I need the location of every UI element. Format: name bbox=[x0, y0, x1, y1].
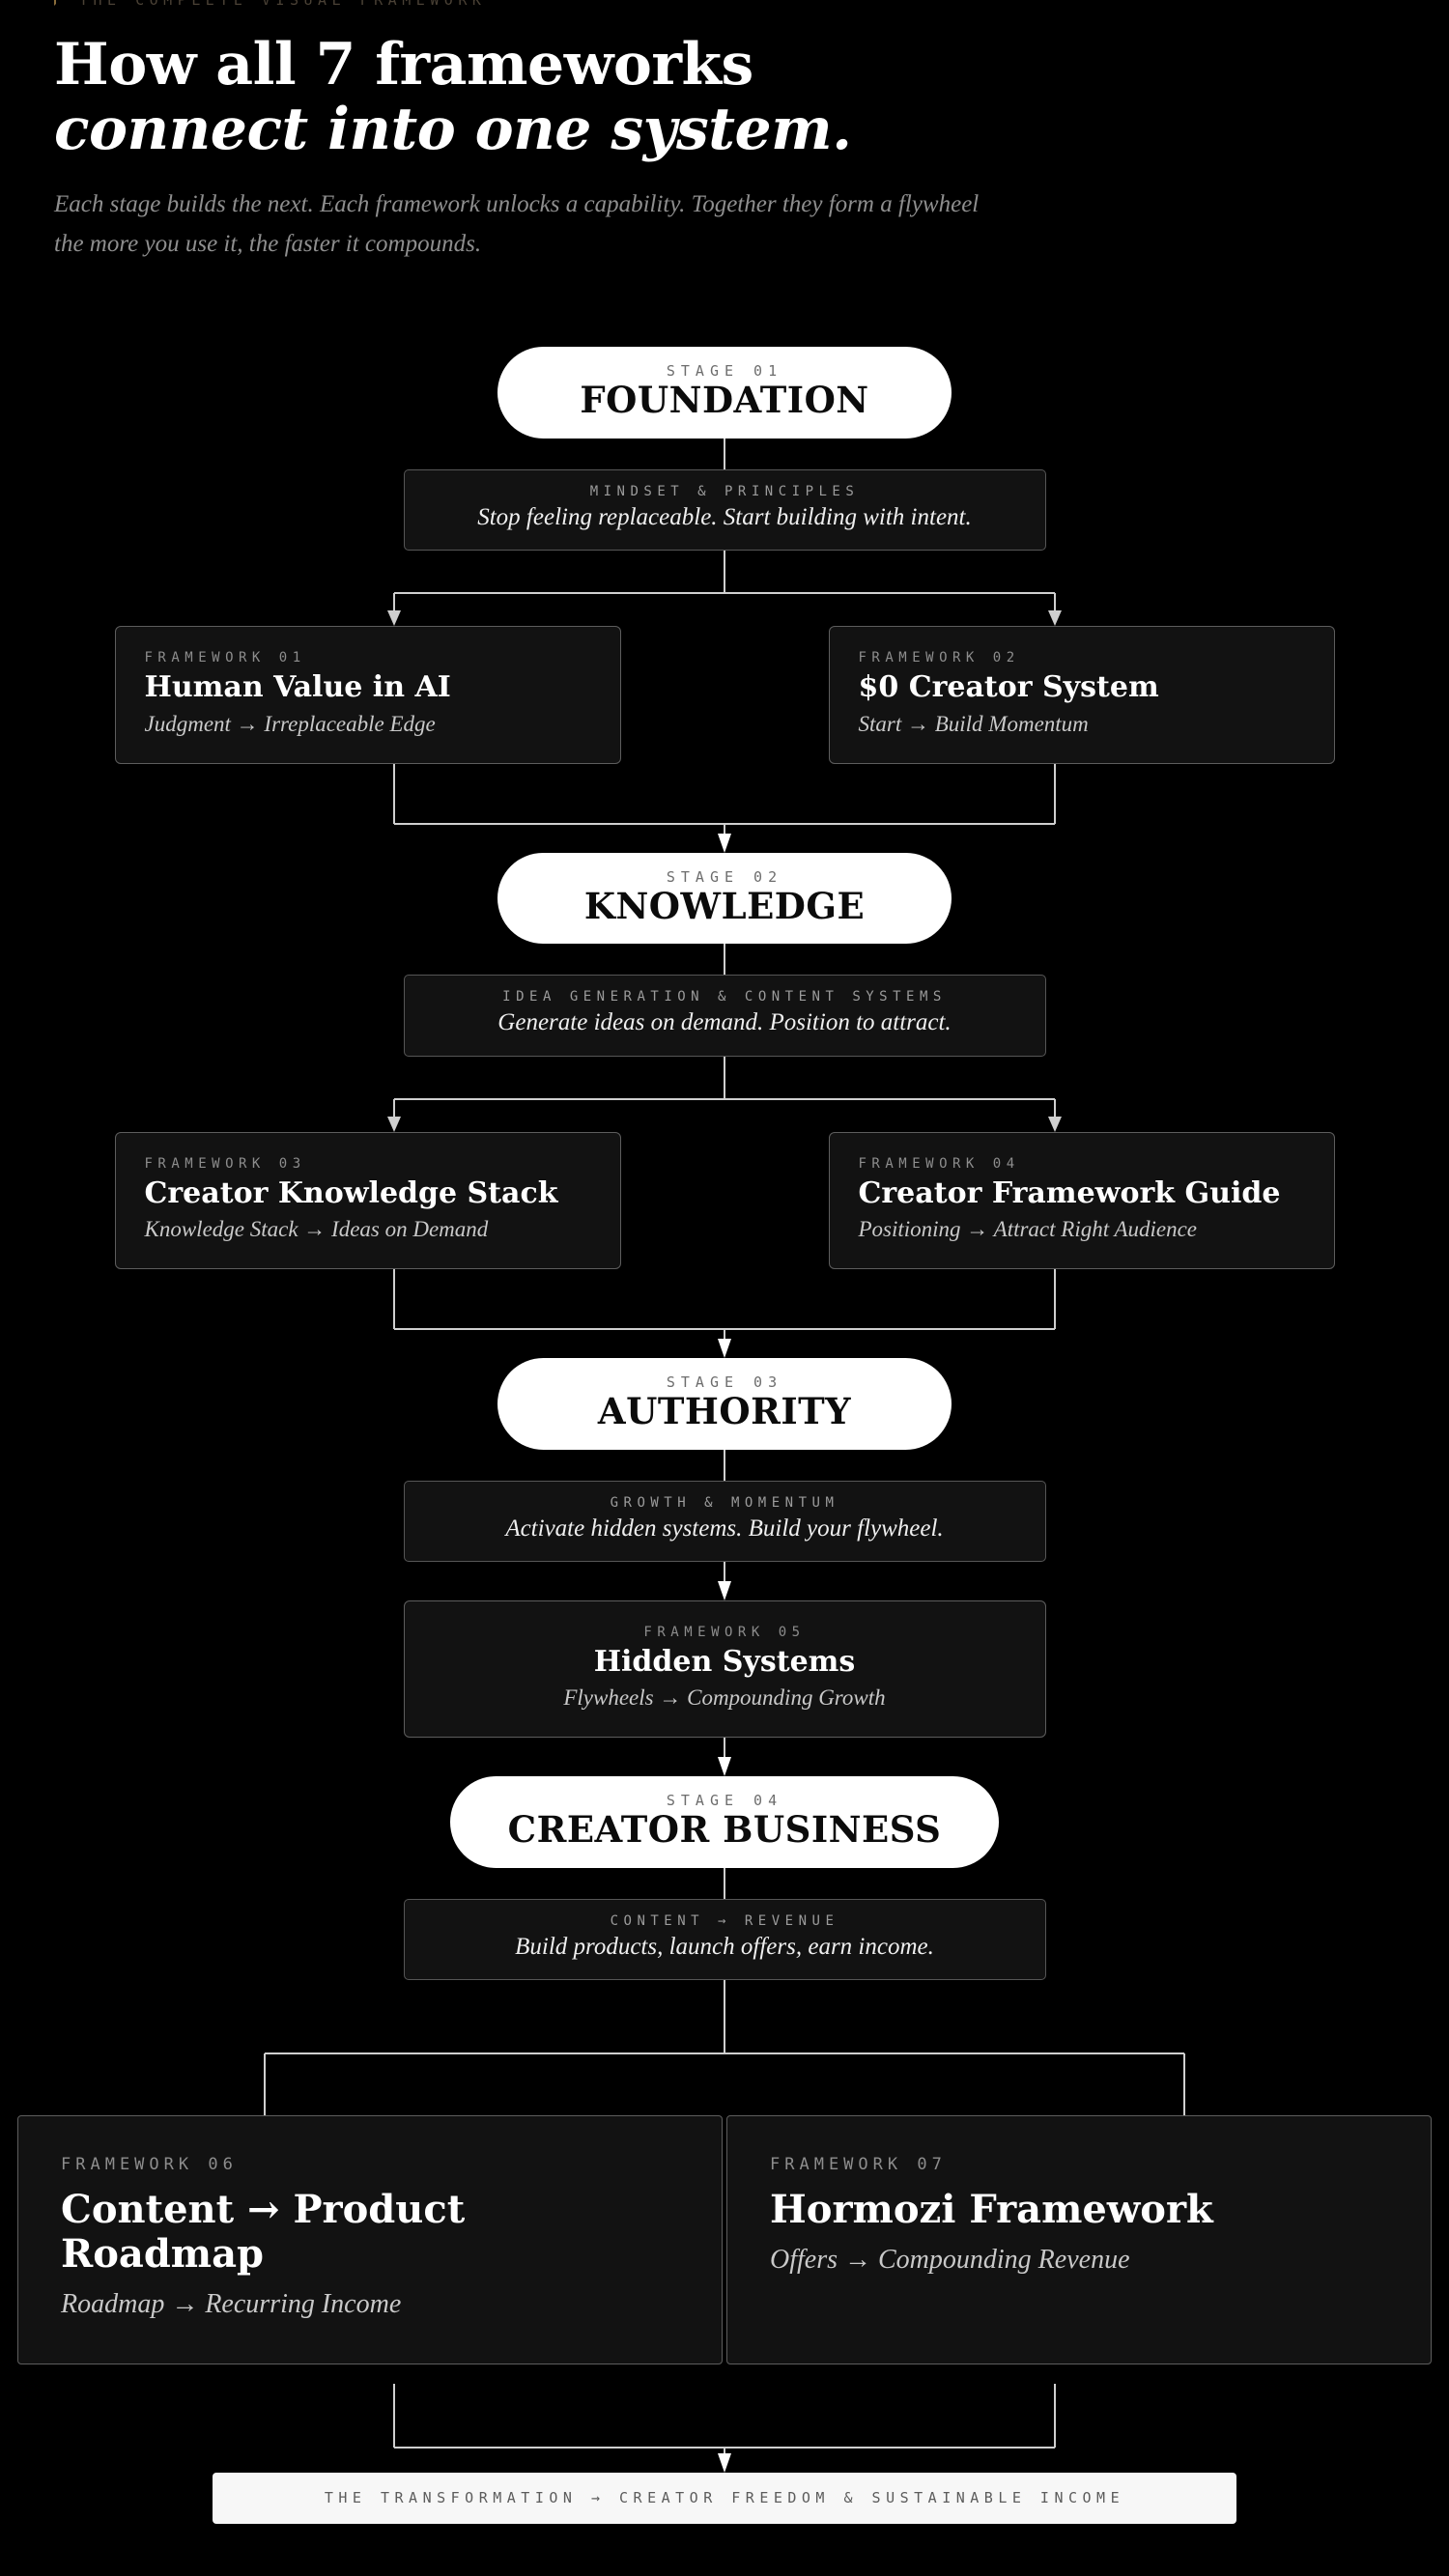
caption-band-growth: GROWTH & MOMENTUM Activate hidden system… bbox=[403, 1480, 1046, 1562]
framework-kicker: FRAMEWORK 02 bbox=[858, 650, 1020, 666]
framework-subtitle: Knowledge Stack → Ideas on Demand bbox=[144, 1217, 489, 1242]
framework-card-06[interactable]: FRAMEWORK 06 Content → Product Roadmap R… bbox=[17, 2115, 723, 2364]
framework-kicker: FRAMEWORK 07 bbox=[770, 2155, 947, 2175]
page-title-line-1: How all 7 frameworks bbox=[54, 31, 753, 99]
stage-kicker: STAGE 03 bbox=[666, 1373, 783, 1391]
framework-title: Human Value in AI bbox=[144, 670, 451, 705]
connector-merge-01 bbox=[393, 763, 1056, 853]
framework-subtitle: Roadmap → Recurring Income bbox=[61, 2289, 402, 2320]
stage-kicker: STAGE 02 bbox=[666, 867, 783, 886]
transformation-bar: THE TRANSFORMATION → CREATOR FREEDOM & S… bbox=[213, 2472, 1236, 2524]
connector-framework05-to-stage04 bbox=[718, 1737, 731, 1776]
stage-title: CREATOR BUSINESS bbox=[507, 1807, 942, 1851]
framework-row-03: FRAMEWORK 05 Hidden Systems Flywheels → … bbox=[0, 1599, 1449, 1738]
framework-card-02[interactable]: FRAMEWORK 02 $0 Creator System Start → B… bbox=[828, 626, 1335, 764]
framework-subtitle: Judgment → Irreplaceable Edge bbox=[144, 711, 436, 736]
stage-row-04: STAGE 04 CREATOR BUSINESS bbox=[0, 1775, 1449, 1868]
outcome-row: THE TRANSFORMATION → CREATOR FREEDOM & S… bbox=[0, 2472, 1449, 2524]
caption-kicker: IDEA GENERATION & CONTENT SYSTEMS bbox=[502, 989, 947, 1005]
caption-kicker: CONTENT → REVENUE bbox=[610, 1912, 839, 1929]
framework-kicker: FRAMEWORK 01 bbox=[144, 650, 306, 666]
connector-stage03-to-caption bbox=[724, 1449, 725, 1481]
eyebrow-label: THE COMPLETE VISUAL FRAMEWORK bbox=[79, 0, 486, 6]
framework-subtitle: Start → Build Momentum bbox=[858, 711, 1089, 736]
transformation-label: THE TRANSFORMATION → CREATOR FREEDOM & S… bbox=[324, 2488, 1125, 2506]
framework-title: Hidden Systems bbox=[593, 1644, 856, 1679]
framework-subtitle: Offers → Compounding Revenue bbox=[770, 2245, 1130, 2276]
stage-kicker: STAGE 01 bbox=[666, 362, 783, 381]
caption-band-content-revenue: CONTENT → REVENUE Build products, launch… bbox=[403, 1898, 1046, 1981]
caption-row-02: IDEA GENERATION & CONTENT SYSTEMS Genera… bbox=[0, 975, 1449, 1057]
framework-card-07[interactable]: FRAMEWORK 07 Hormozi Framework Offers → … bbox=[726, 2115, 1432, 2364]
caption-line: Stop feeling replaceable. Start building… bbox=[477, 504, 972, 531]
framework-kicker: FRAMEWORK 05 bbox=[643, 1624, 806, 1640]
connector-merge-02 bbox=[393, 1268, 1056, 1358]
caption-kicker: GROWTH & MOMENTUM bbox=[610, 1494, 839, 1511]
eyebrow: THE COMPLETE VISUAL FRAMEWORK bbox=[54, 0, 1395, 6]
framework-title: Creator Framework Guide bbox=[858, 1175, 1281, 1210]
page-header: THE COMPLETE VISUAL FRAMEWORK How all 7 … bbox=[0, 0, 1449, 264]
framework-card-05[interactable]: FRAMEWORK 05 Hidden Systems Flywheels → … bbox=[403, 1599, 1046, 1738]
connector-stage02-to-caption bbox=[724, 944, 725, 976]
stage-row-02: STAGE 02 KNOWLEDGE bbox=[0, 852, 1449, 945]
caption-row-04: CONTENT → REVENUE Build products, launch… bbox=[0, 1898, 1449, 1981]
caption-line: Activate hidden systems. Build your flyw… bbox=[505, 1514, 944, 1542]
connector-caption03-to-framework05 bbox=[718, 1561, 731, 1600]
caption-band-idea-generation: IDEA GENERATION & CONTENT SYSTEMS Genera… bbox=[403, 975, 1046, 1057]
connector-stage04-to-caption bbox=[724, 1867, 725, 1899]
framework-title: Creator Knowledge Stack bbox=[144, 1175, 558, 1210]
framework-card-04[interactable]: FRAMEWORK 04 Creator Framework Guide Pos… bbox=[828, 1131, 1335, 1269]
stage-title: FOUNDATION bbox=[580, 379, 869, 422]
connector-split-04 bbox=[264, 1980, 1185, 2116]
framework-title: $0 Creator System bbox=[858, 670, 1159, 705]
framework-title: Hormozi Framework bbox=[770, 2187, 1213, 2233]
connector-stage01-to-caption bbox=[724, 439, 725, 470]
connector-split-01 bbox=[387, 551, 1062, 627]
page-subtitle: Each stage builds the next. Each framewo… bbox=[54, 191, 980, 257]
stage-node-knowledge[interactable]: STAGE 02 KNOWLEDGE bbox=[497, 852, 952, 945]
stage-title: KNOWLEDGE bbox=[583, 884, 866, 927]
stage-node-authority[interactable]: STAGE 03 AUTHORITY bbox=[497, 1357, 952, 1450]
caption-row-03: GROWTH & MOMENTUM Activate hidden system… bbox=[0, 1480, 1449, 1562]
framework-subtitle: Flywheels → Compounding Growth bbox=[563, 1685, 886, 1711]
page-title: How all 7 frameworks connect into one sy… bbox=[54, 31, 1395, 164]
framework-kicker: FRAMEWORK 04 bbox=[858, 1155, 1020, 1172]
framework-row-02: FRAMEWORK 03 Creator Knowledge Stack Kno… bbox=[0, 1131, 1449, 1269]
flow-diagram: STAGE 01 FOUNDATION MINDSET & PRINCIPLES… bbox=[0, 347, 1449, 2542]
framework-row-04: FRAMEWORK 06 Content → Product Roadmap R… bbox=[0, 2115, 1449, 2364]
page-title-line-2: connect into one system. bbox=[54, 96, 852, 164]
caption-row-01: MINDSET & PRINCIPLES Stop feeling replac… bbox=[0, 469, 1449, 552]
framework-kicker: FRAMEWORK 06 bbox=[61, 2155, 238, 2175]
stage-node-foundation[interactable]: STAGE 01 FOUNDATION bbox=[497, 347, 952, 439]
caption-kicker: MINDSET & PRINCIPLES bbox=[589, 484, 860, 500]
framework-title: Content → Product Roadmap bbox=[61, 2187, 466, 2278]
framework-card-03[interactable]: FRAMEWORK 03 Creator Knowledge Stack Kno… bbox=[114, 1131, 621, 1269]
stage-row-03: STAGE 03 AUTHORITY bbox=[0, 1357, 1449, 1450]
connector-split-02 bbox=[387, 1056, 1062, 1132]
framework-kicker: FRAMEWORK 03 bbox=[144, 1155, 306, 1172]
bookmark-icon bbox=[54, 0, 70, 6]
caption-line: Build products, launch offers, earn inco… bbox=[515, 1933, 934, 1960]
caption-line: Generate ideas on demand. Position to at… bbox=[497, 1009, 952, 1036]
stage-node-creator-business[interactable]: STAGE 04 CREATOR BUSINESS bbox=[449, 1775, 1000, 1868]
framework-card-01[interactable]: FRAMEWORK 01 Human Value in AI Judgment … bbox=[114, 626, 621, 764]
stage-row-01: STAGE 01 FOUNDATION bbox=[0, 347, 1449, 439]
stage-title: AUTHORITY bbox=[597, 1389, 852, 1432]
stage-kicker: STAGE 04 bbox=[666, 1791, 783, 1809]
connector-merge-04 bbox=[393, 2383, 1056, 2473]
framework-subtitle: Positioning → Attract Right Audience bbox=[858, 1217, 1198, 1242]
framework-row-01: FRAMEWORK 01 Human Value in AI Judgment … bbox=[0, 626, 1449, 764]
caption-band-mindset: MINDSET & PRINCIPLES Stop feeling replac… bbox=[403, 469, 1046, 552]
